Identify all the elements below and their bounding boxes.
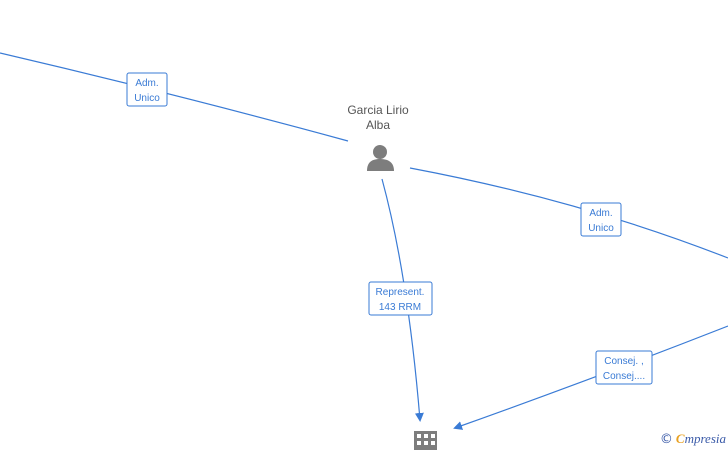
edge-label-box — [368, 281, 433, 316]
edge-adm-unico-right[interactable]: Adm. Unico — [409, 167, 728, 259]
edge-consej[interactable]: Consej. , Consej.... — [453, 325, 728, 430]
edge-line — [0, 52, 349, 142]
person-icon — [367, 145, 394, 171]
edge-label-line1: Consej. , — [604, 356, 643, 367]
person-node[interactable]: Garcia Lirio Alba — [347, 103, 409, 171]
edge-label-box — [580, 202, 622, 237]
edge-label-line1: Adm. — [135, 78, 158, 89]
empresia-watermark: ©Cmpresia — [660, 431, 726, 447]
edge-label-line2: Unico — [588, 223, 614, 234]
edge-label-box — [595, 350, 653, 385]
edge-label-box — [126, 72, 168, 107]
person-name-line1: Garcia Lirio — [347, 103, 409, 117]
edge-represent[interactable]: Represent. 143 RRM — [368, 178, 433, 422]
edge-label-line1: Adm. — [589, 208, 612, 219]
building-icon — [414, 431, 437, 450]
edge-label-line2: 143 RRM — [379, 302, 421, 313]
brand-initial: C — [675, 431, 685, 446]
company-node[interactable] — [414, 431, 437, 450]
brand-name: mpresia — [684, 431, 726, 446]
edge-label-line2: Consej.... — [603, 371, 645, 382]
person-name-line2: Alba — [366, 118, 390, 132]
copyright-symbol: © — [659, 432, 673, 447]
edge-line — [453, 325, 728, 430]
edge-label-line1: Represent. — [376, 287, 425, 298]
edge-label-line2: Unico — [134, 93, 160, 104]
edge-line — [409, 167, 728, 259]
edge-adm-unico-left[interactable]: Adm. Unico — [0, 52, 349, 142]
